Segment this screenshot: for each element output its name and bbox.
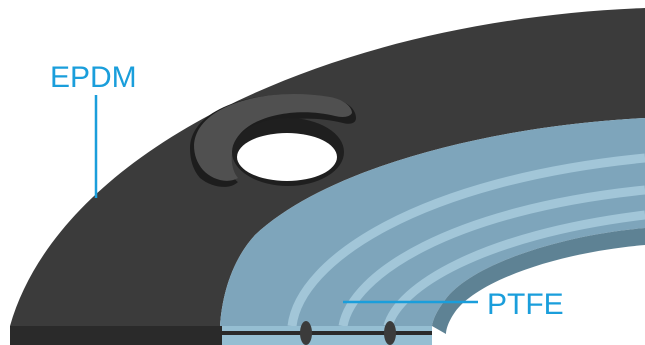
ptfe-ring-edge [222, 326, 432, 345]
ptfe-notch-right [384, 321, 396, 345]
ptfe-notch-left [300, 321, 312, 345]
epdm-ring-edge [10, 326, 222, 345]
epdm-label: EPDM [50, 61, 137, 94]
bolt-hole [190, 94, 356, 187]
bolt-hole-opening [237, 133, 337, 181]
ptfe-label: PTFE [487, 288, 564, 321]
